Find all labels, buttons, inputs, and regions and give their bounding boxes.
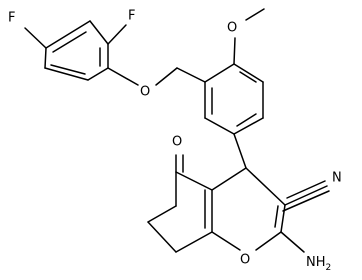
fluorine-side-label: F	[128, 9, 135, 24]
amino-subscript-text: 2	[326, 263, 332, 273]
ring-oxygen-label: O	[240, 253, 250, 268]
nitrile-nitrogen-label: N	[332, 171, 342, 186]
bonds	[24, 8, 330, 253]
fluorine-top-label: F	[8, 11, 15, 26]
ether-oxygen-label: O	[140, 85, 150, 100]
atom-labels: F F O O O O N NH2	[8, 9, 342, 273]
amino-group-label: NH2	[306, 255, 331, 273]
methoxy-oxygen-label: O	[227, 21, 237, 36]
amino-nh-text: NH	[306, 255, 326, 270]
ketone-oxygen-label: O	[172, 135, 182, 150]
